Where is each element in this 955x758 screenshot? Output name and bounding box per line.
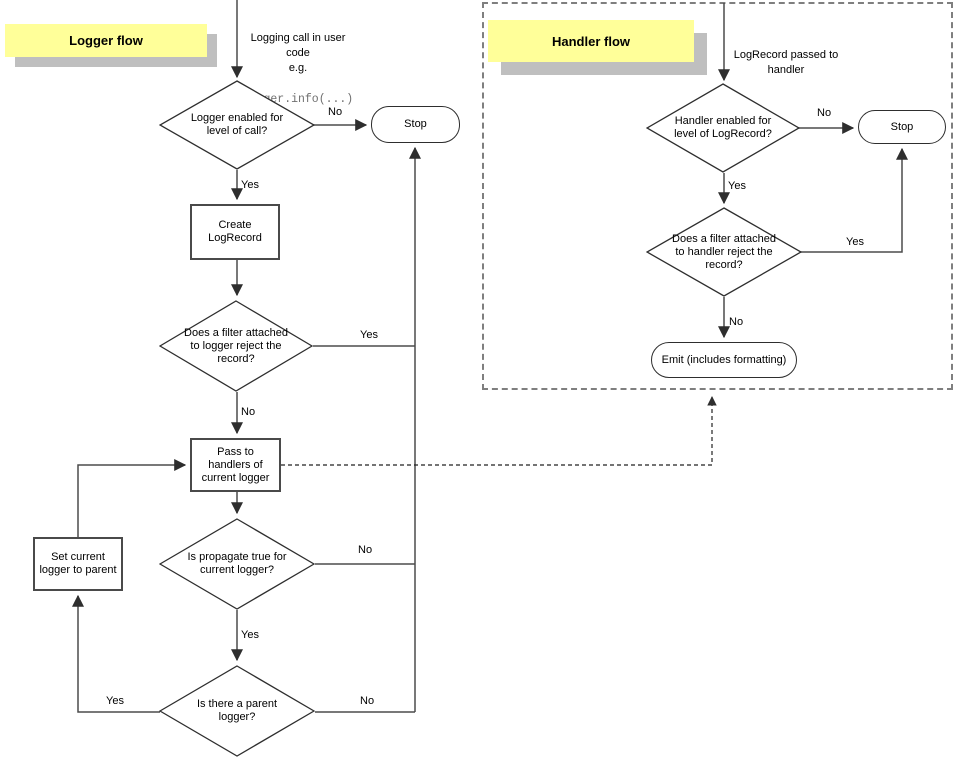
decision-handler-filter: Does a filter attached to handler reject… bbox=[646, 207, 802, 297]
edge-label-propagate-yes: Yes bbox=[241, 629, 259, 641]
diamond-shape bbox=[159, 300, 313, 392]
terminal-emit-label: Emit (includes formatting) bbox=[661, 353, 787, 366]
diamond-shape bbox=[159, 518, 315, 610]
logger-start-text: Logging call in user code e.g. bbox=[250, 32, 346, 74]
logger-stop-terminal: Stop bbox=[371, 106, 460, 143]
diamond-shape bbox=[159, 80, 315, 170]
edge-label-filter-no: No bbox=[241, 406, 256, 418]
decision-parent-logger-label: Is there a parent logger? bbox=[196, 698, 278, 723]
edge-label-handler-filter-yes: Yes bbox=[846, 236, 864, 248]
decision-propagate: Is propagate true for current logger? bbox=[159, 518, 315, 610]
decision-logger-enabled-label: Logger enabled for level of call? bbox=[190, 112, 284, 137]
handler-flow-title: Handler flow bbox=[488, 20, 694, 62]
edge-label-enabled-no: No bbox=[328, 106, 343, 118]
process-pass-to-handlers: Pass to handlers of current logger bbox=[190, 438, 281, 492]
logger-flow-title: Logger flow bbox=[5, 24, 207, 57]
diamond-shape bbox=[159, 665, 315, 757]
decision-handler-enabled-label: Handler enabled for level of LogRecord? bbox=[674, 115, 772, 140]
edge-label-parent-no: No bbox=[360, 695, 375, 707]
process-pass-to-handlers-label: Pass to handlers of current logger bbox=[201, 445, 270, 484]
handler-start-text: LogRecord passed to handler bbox=[733, 49, 839, 76]
process-create-logrecord: Create LogRecord bbox=[190, 204, 280, 260]
decision-logger-enabled: Logger enabled for level of call? bbox=[159, 80, 315, 170]
decision-handler-enabled: Handler enabled for level of LogRecord? bbox=[646, 83, 800, 173]
handler-flow-title-label: Handler flow bbox=[551, 33, 630, 49]
process-set-current-logger-label: Set current logger to parent bbox=[39, 551, 117, 576]
decision-propagate-label: Is propagate true for current logger? bbox=[187, 551, 287, 576]
decision-logger-filter-label: Does a filter attached to logger reject … bbox=[184, 326, 288, 365]
edge-label-propagate-no: No bbox=[358, 544, 373, 556]
logger-flow-title-label: Logger flow bbox=[69, 33, 143, 48]
handler-stop-label: Stop bbox=[890, 120, 914, 133]
edge-label-enabled-yes: Yes bbox=[241, 179, 259, 191]
edge-label-handler-enabled-no: No bbox=[817, 107, 832, 119]
handler-stop-terminal: Stop bbox=[858, 110, 946, 144]
edge-label-filter-yes: Yes bbox=[360, 329, 378, 341]
diamond-shape bbox=[646, 83, 800, 173]
decision-parent-logger: Is there a parent logger? bbox=[159, 665, 315, 757]
decision-handler-filter-label: Does a filter attached to handler reject… bbox=[672, 232, 776, 271]
edge-label-handler-filter-no: No bbox=[729, 316, 744, 328]
diamond-shape bbox=[646, 207, 802, 297]
handler-flow-frame bbox=[482, 2, 953, 390]
edge-label-parent-yes: Yes bbox=[106, 695, 124, 707]
logger-stop-label: Stop bbox=[404, 118, 427, 130]
terminal-emit: Emit (includes formatting) bbox=[651, 342, 797, 378]
decision-logger-filter: Does a filter attached to logger reject … bbox=[159, 300, 313, 392]
edge-label-handler-enabled-yes: Yes bbox=[728, 180, 746, 192]
process-set-current-logger: Set current logger to parent bbox=[33, 537, 123, 591]
process-create-logrecord-label: Create LogRecord bbox=[208, 219, 262, 244]
handler-start-annotation: LogRecord passed to handler bbox=[726, 33, 846, 93]
